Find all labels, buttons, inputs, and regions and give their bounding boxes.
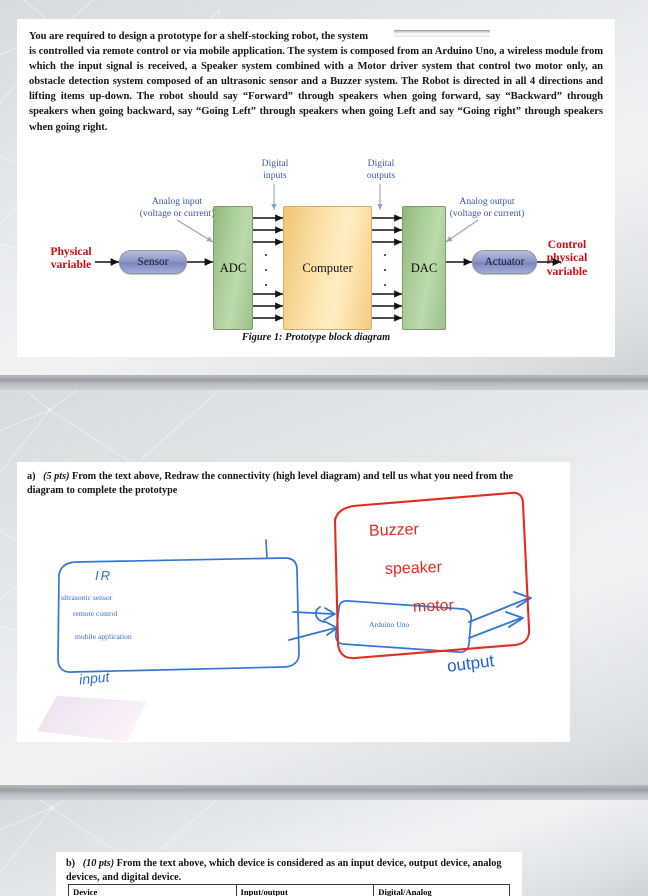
question-a-points: (5 pts) xyxy=(43,471,70,482)
block-sensor: Sensor xyxy=(119,250,187,274)
bus-ellipsis-left xyxy=(265,254,267,286)
slide-2: a) (5 pts) From the text above, Redraw t… xyxy=(0,390,648,790)
block-dac: DAC xyxy=(402,206,446,330)
block-adc: ADC xyxy=(213,206,253,330)
table-row: Device Input/output Digital/Analog xyxy=(68,884,510,896)
block-dac-label: DAC xyxy=(410,260,438,275)
question-b-points: (10 pts) xyxy=(82,858,115,869)
bus-ellipsis-right xyxy=(384,254,386,286)
slide-2-bottom-bar xyxy=(0,785,648,790)
device-classification-table: Device Input/output Digital/Analog xyxy=(68,884,510,896)
figure-caption: Figure 1: Prototype block diagram xyxy=(241,332,391,343)
question-b-text: From the text above, which device is con… xyxy=(66,858,502,883)
paragraph-first-line: You are required to design a prototype f… xyxy=(29,31,368,42)
ink-label-output: output xyxy=(445,651,496,676)
table-header-device: Device xyxy=(68,884,237,896)
label-analog-input: Analog input(voltage or current) xyxy=(139,196,215,219)
question-a-marker: a) xyxy=(27,471,36,482)
question-b-marker: b) xyxy=(66,858,76,869)
block-actuator: Actuator xyxy=(472,250,537,274)
block-actuator-label: Actuator xyxy=(484,256,525,268)
block-adc-label: ADC xyxy=(219,260,247,275)
slide-3: b) (10 pts) From the text above, which d… xyxy=(0,800,648,896)
problem-statement-paragraph: You are required to design a prototype f… xyxy=(29,29,603,135)
decorative-pink-shape xyxy=(37,696,147,742)
ink-label-remote-control: remote control xyxy=(73,609,118,618)
slide-1: You are required to design a prototype f… xyxy=(0,0,648,380)
slide-separator-2 xyxy=(0,790,648,800)
redaction-bar xyxy=(393,30,490,37)
slide-3-content-card: b) (10 pts) From the text above, which d… xyxy=(56,852,522,896)
table-header-digital-analog: Digital/Analog xyxy=(373,884,510,896)
paragraph-body: is controlled via remote control or via … xyxy=(29,46,603,133)
ink-label-speaker: speaker xyxy=(384,559,443,578)
block-sensor-label: Sensor xyxy=(137,256,169,268)
question-a-text: From the text above, Redraw the connecti… xyxy=(27,471,514,496)
slide-1-bottom-bar xyxy=(0,375,648,380)
slide-separator-1 xyxy=(0,380,648,390)
question-a: a) (5 pts) From the text above, Redraw t… xyxy=(27,470,547,498)
ink-label-mobile-application: mobile application xyxy=(75,632,132,641)
block-computer: Computer xyxy=(283,206,372,330)
table-header-input-output: Input/output xyxy=(235,884,375,896)
slide-1-content-card: You are required to design a prototype f… xyxy=(17,19,615,357)
question-b: b) (10 pts) From the text above, which d… xyxy=(66,857,506,885)
ink-label-ultrasonic-sensor: ultrasonic sensor xyxy=(61,593,113,602)
label-analog-output: Analog output(voltage or current) xyxy=(449,196,525,219)
ink-label-arduino-uno: Arduino Uno xyxy=(369,620,410,629)
block-computer-label: Computer xyxy=(302,260,353,275)
ink-label-motor: motor xyxy=(412,597,455,616)
slide-2-content-card: a) (5 pts) From the text above, Redraw t… xyxy=(17,462,570,742)
ink-label-ir: IR xyxy=(95,568,112,583)
ink-label-buzzer: Buzzer xyxy=(368,521,420,540)
ink-label-input: input xyxy=(78,668,111,688)
